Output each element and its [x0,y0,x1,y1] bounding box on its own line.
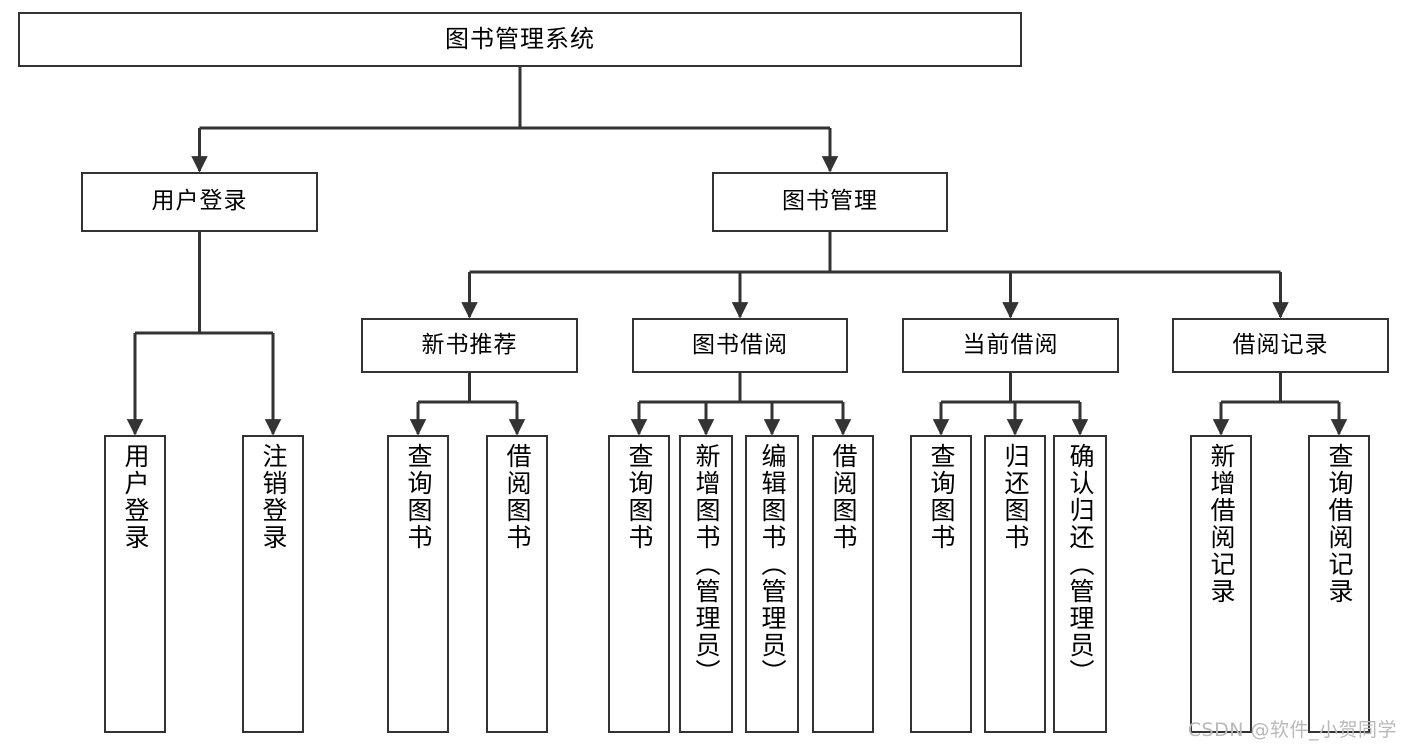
node-leaf-confirm-return[interactable]: 确认归还（管理员） [1053,435,1107,733]
node-leaf-query-book-2[interactable]: 查询图书 [608,435,670,733]
node-leaf-edit-book-admin[interactable]: 编辑图书（管理员） [745,435,799,733]
leaf-label: 查询图书 [404,443,433,551]
leaf-label: 注销登录 [259,443,288,551]
node-leaf-add-book-admin[interactable]: 新增图书（管理员） [679,435,733,733]
leaf-label: 新增借阅记录 [1207,443,1236,605]
node-leaf-borrow-book-1[interactable]: 借阅图书 [486,435,548,733]
leaf-label: 归还图书 [1001,443,1030,551]
node-leaf-borrow-book-2[interactable]: 借阅图书 [812,435,874,733]
node-book-borrow[interactable]: 图书借阅 [632,318,848,373]
csdn-watermark: CSDN @软件_小贺同学 [1187,719,1397,741]
leaf-label: 查询图书 [625,443,654,551]
node-borrow-record[interactable]: 借阅记录 [1172,318,1389,373]
node-root[interactable]: 图书管理系统 [18,12,1022,67]
node-user-login[interactable]: 用户登录 [81,172,318,232]
leaf-label: 新增图书（管理员） [692,443,721,686]
node-leaf-logout-login[interactable]: 注销登录 [242,435,304,733]
node-leaf-add-borrow-record[interactable]: 新增借阅记录 [1190,435,1252,733]
node-current-borrow[interactable]: 当前借阅 [902,318,1119,373]
node-new-book-recommend[interactable]: 新书推荐 [361,318,578,373]
leaf-label: 查询借阅记录 [1325,443,1354,605]
node-leaf-user-login[interactable]: 用户登录 [104,435,166,733]
node-leaf-query-book-1[interactable]: 查询图书 [387,435,449,733]
leaf-label: 用户登录 [121,443,150,551]
leaf-label: 借阅图书 [829,443,858,551]
node-leaf-query-book-3[interactable]: 查询图书 [910,435,972,733]
leaf-label: 借阅图书 [503,443,532,551]
node-leaf-query-borrow-record[interactable]: 查询借阅记录 [1308,435,1370,733]
node-leaf-return-book[interactable]: 归还图书 [984,435,1046,733]
leaf-label: 编辑图书（管理员） [758,443,787,686]
leaf-label: 确认归还（管理员） [1066,443,1095,686]
node-book-manage[interactable]: 图书管理 [712,172,948,232]
leaf-label: 查询图书 [927,443,956,551]
